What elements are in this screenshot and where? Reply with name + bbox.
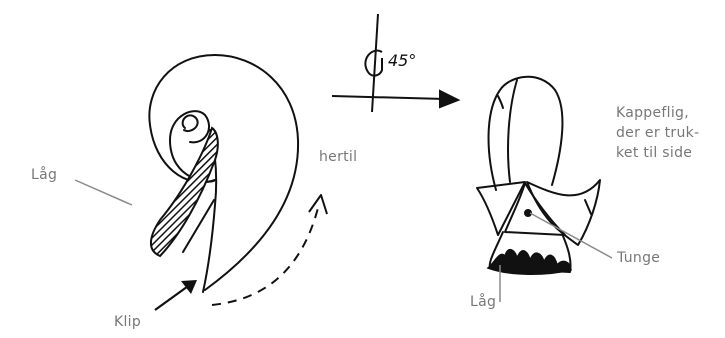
leader-laag-left (75, 180, 132, 205)
right-shell-figure (477, 77, 600, 272)
label-tunge: Tunge (617, 249, 660, 267)
right-left-flap (477, 182, 525, 235)
label-kappeflig-line3: ket til side (616, 144, 692, 162)
label-hertil: hertil (319, 148, 357, 166)
rotation-note: 45° (388, 51, 416, 70)
left-shell-figure (149, 55, 298, 292)
label-kappeflig-line2: der er truk- (616, 124, 699, 142)
hertil-arrow-path (212, 208, 318, 305)
main-arrow-head (440, 91, 458, 107)
hertil-arrow (212, 195, 327, 305)
right-shell-cap-inner (508, 80, 517, 182)
label-laag-right: Låg (470, 293, 496, 311)
main-arrow-shaft (332, 96, 445, 99)
right-shell-cap (489, 77, 563, 190)
leader-tunge (530, 213, 612, 258)
label-laag-left: Låg (31, 166, 57, 184)
left-shell-outline (149, 55, 298, 290)
klip-arrow (155, 280, 197, 310)
label-kappeflig-line1: Kappeflig, (616, 104, 689, 122)
left-lid-hatched (151, 128, 218, 256)
label-klip: Klip (114, 313, 141, 331)
left-shell-eye (183, 115, 198, 131)
